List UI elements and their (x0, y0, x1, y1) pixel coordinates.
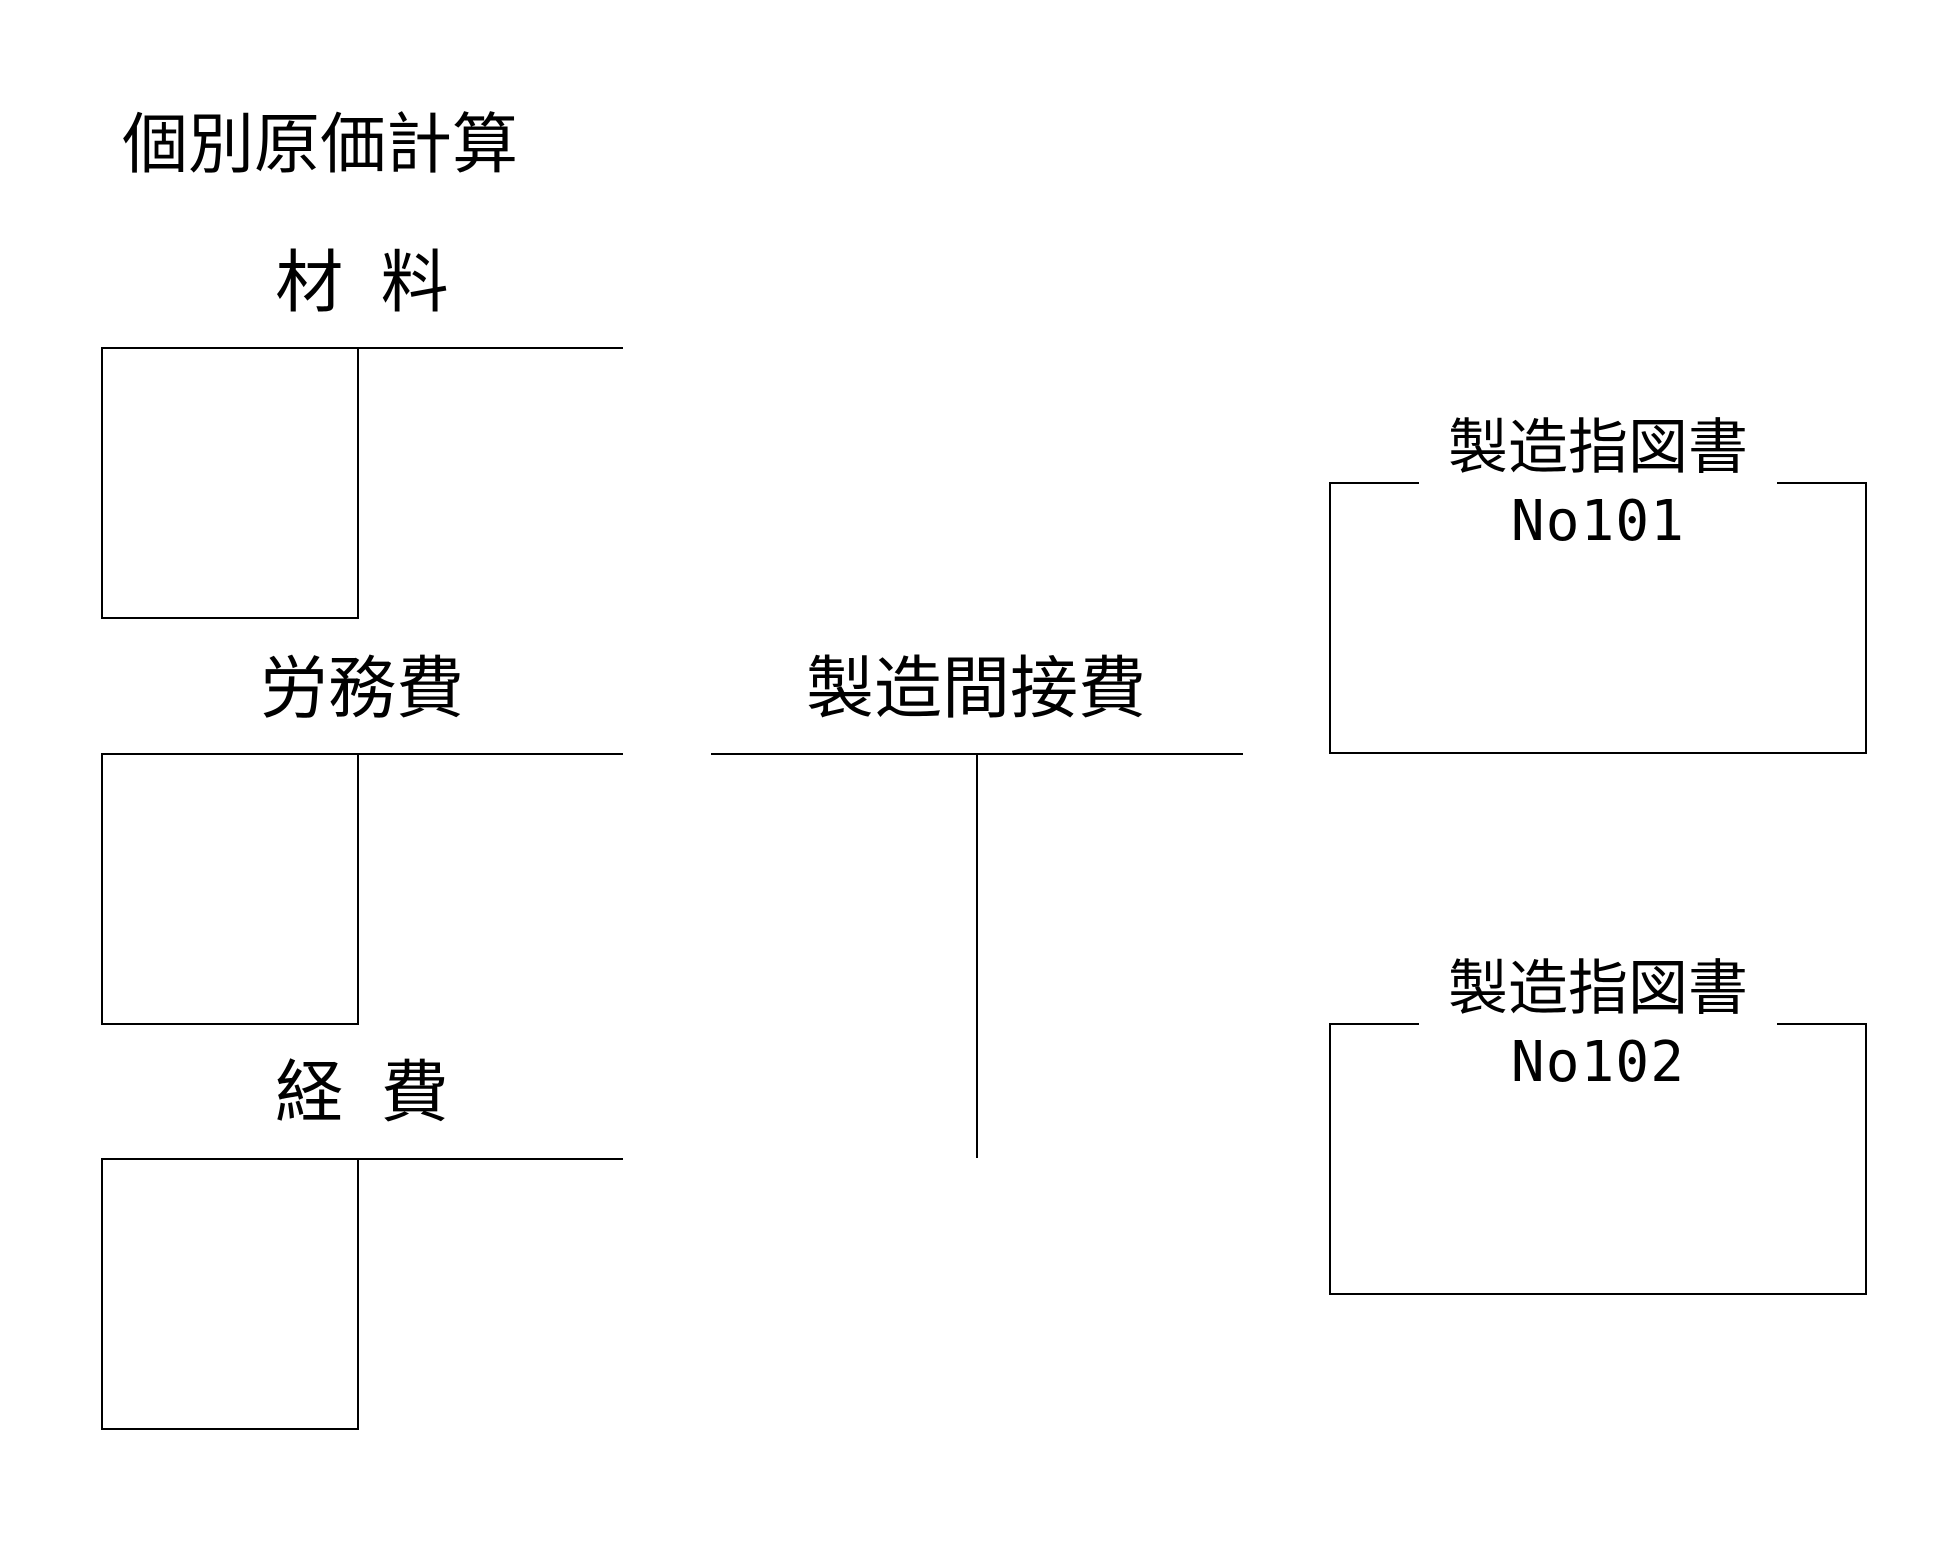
expenses-account-title: 経費 (275, 1054, 487, 1133)
job-order-1-top-line-right (1777, 482, 1867, 484)
job-order-2-box[interactable] (1329, 1023, 1867, 1295)
job-order-1-caption: 製造指図書 No101 (1330, 418, 1866, 550)
materials-account-title: 材料 (275, 244, 487, 323)
job-order-1-title: 製造指図書 (1448, 413, 1748, 483)
job-order-1-top-line-left (1329, 482, 1419, 484)
materials-debit-box[interactable] (101, 347, 359, 619)
job-order-2-top-line-left (1329, 1023, 1419, 1025)
labor-account-top-line (101, 753, 623, 755)
overhead-account-divider (976, 753, 978, 1158)
job-order-2-number: No102 (1510, 1030, 1686, 1095)
job-order-2-top-line-right (1777, 1023, 1867, 1025)
job-order-1-number: No101 (1510, 489, 1686, 554)
job-order-1-box[interactable] (1329, 482, 1867, 754)
overhead-account-title: 製造間接費 (805, 650, 1146, 729)
labor-debit-box[interactable] (101, 753, 359, 1025)
job-order-2-title: 製造指図書 (1448, 954, 1748, 1024)
materials-account-top-line (101, 347, 623, 349)
expenses-account-top-line (101, 1158, 623, 1160)
job-order-2-caption: 製造指図書 No102 (1330, 959, 1866, 1091)
labor-account-title: 労務費 (259, 650, 464, 729)
expenses-debit-box[interactable] (101, 1158, 359, 1430)
page-title: 個別原価計算 (122, 106, 518, 183)
